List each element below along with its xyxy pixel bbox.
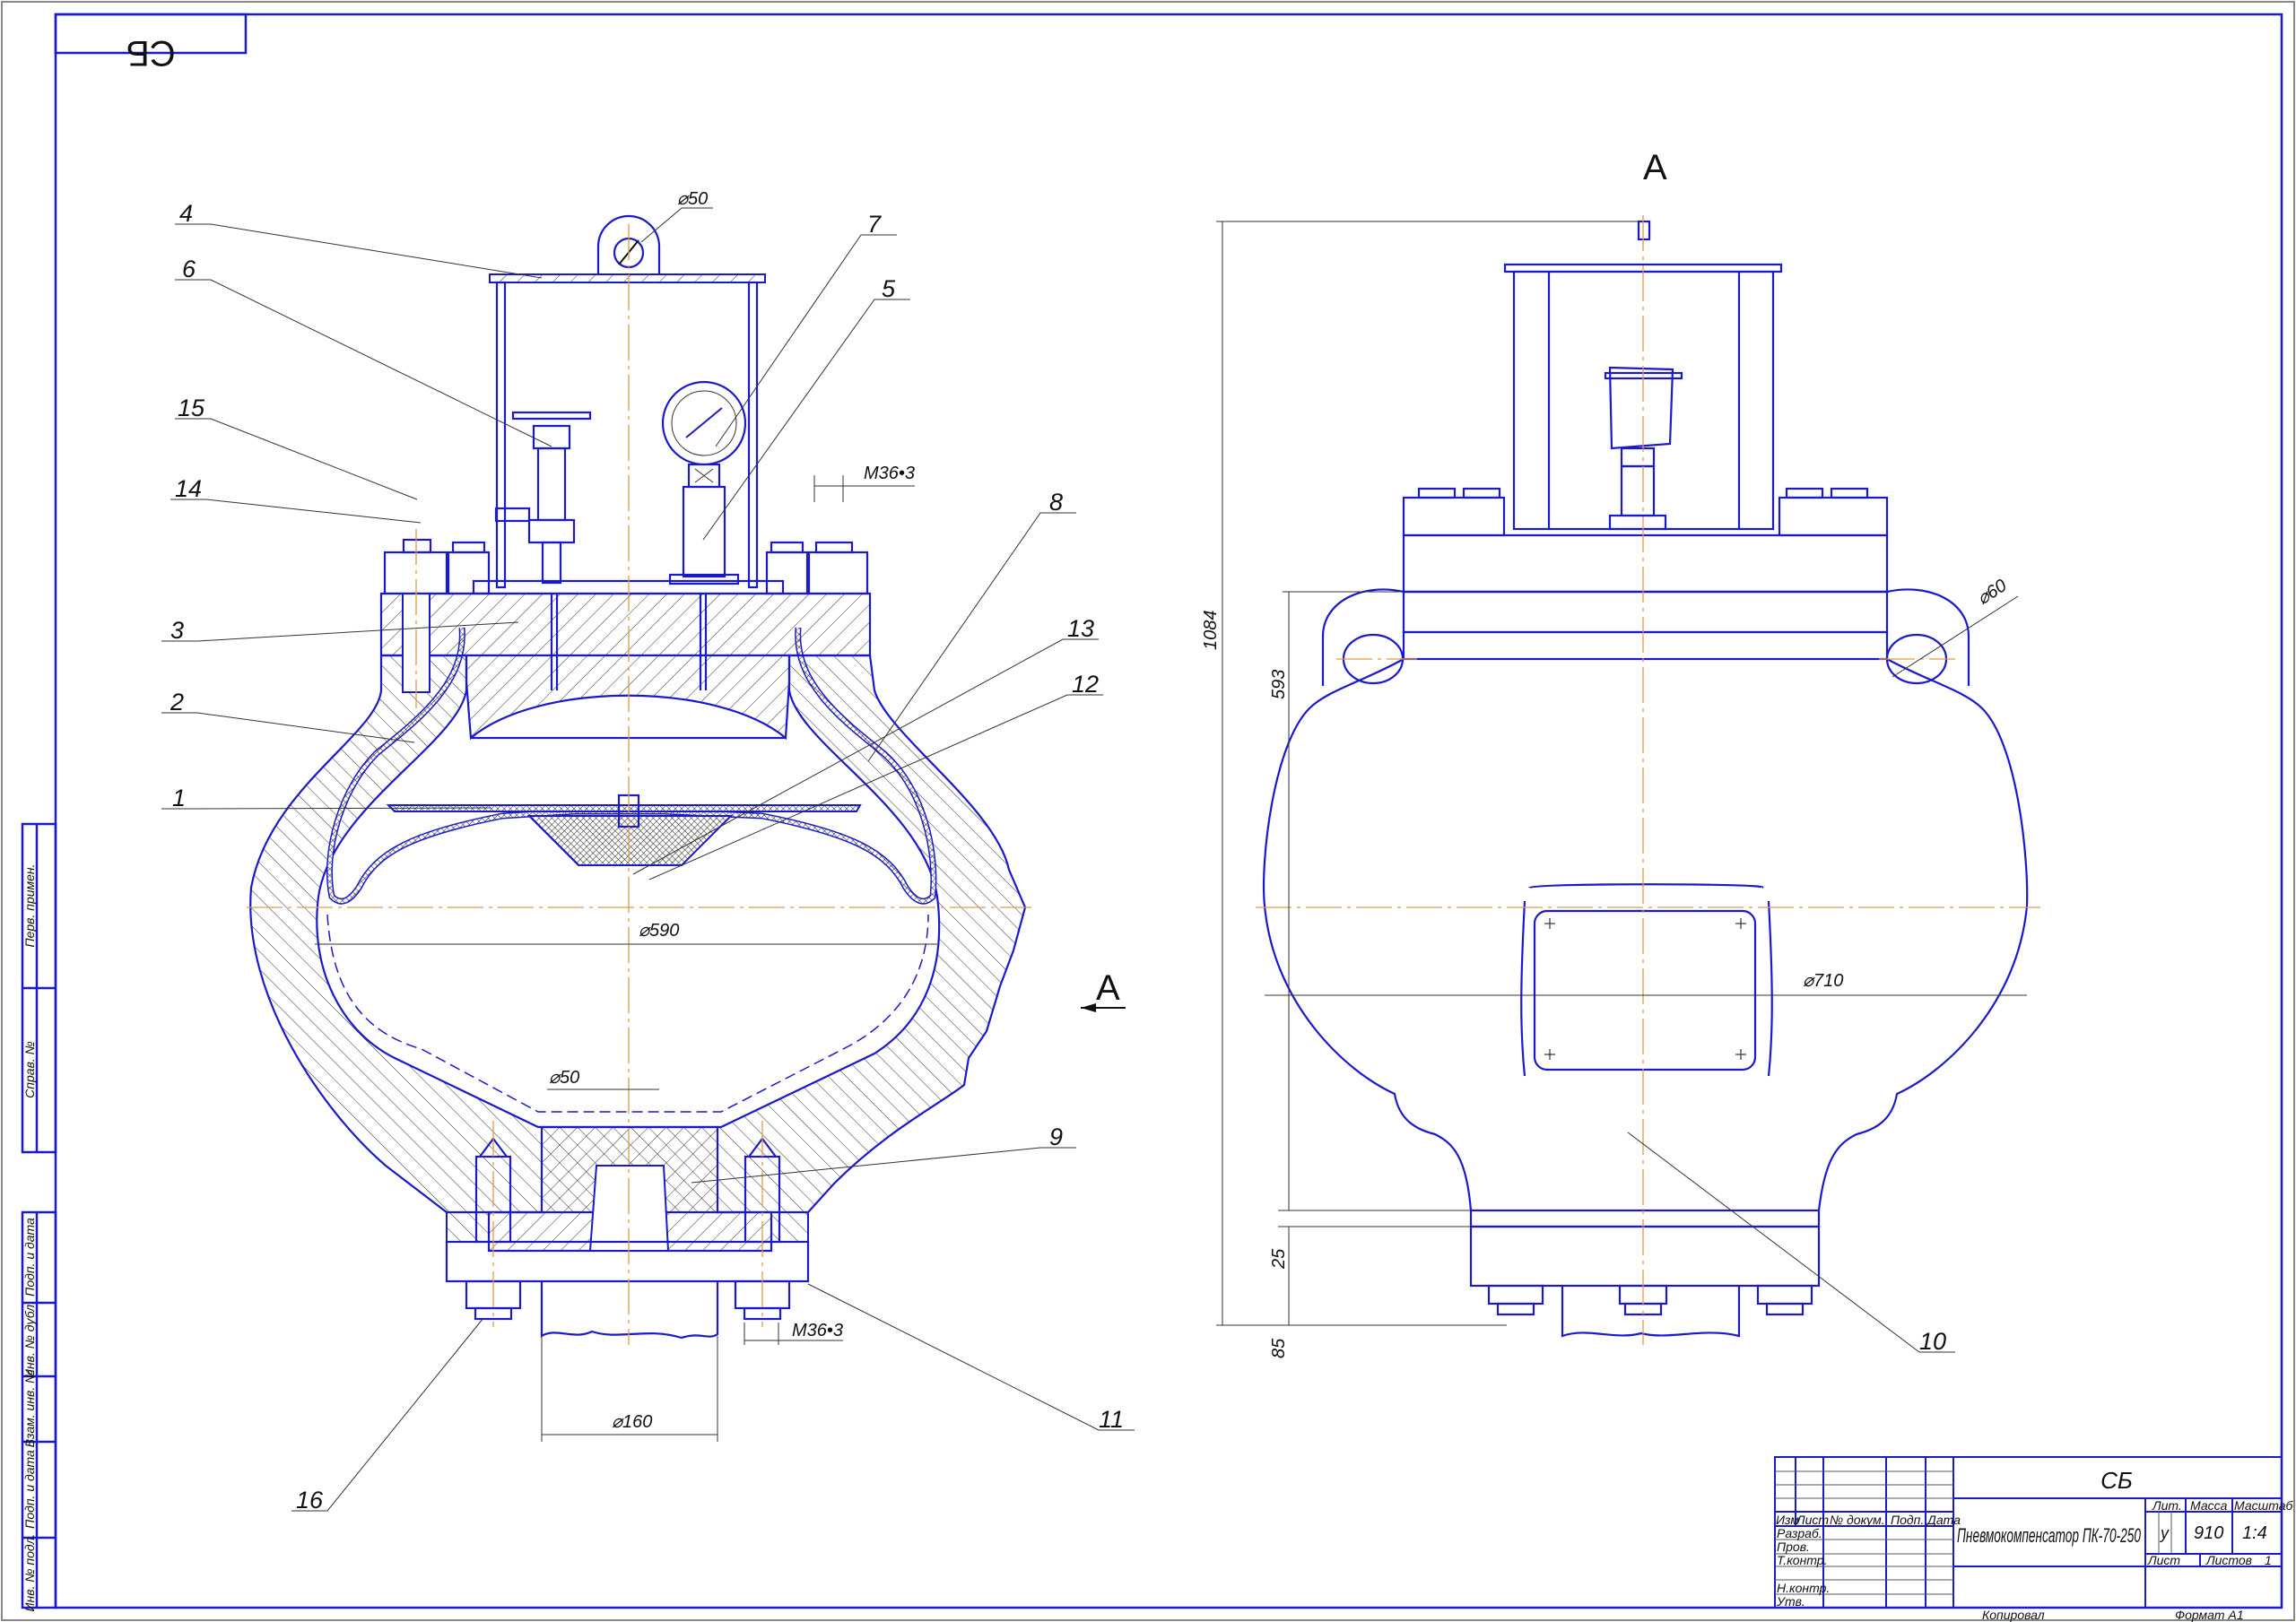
position-label: 15 — [178, 395, 205, 421]
dim-thread-top: М36•3 — [864, 464, 915, 483]
section-view — [247, 214, 1031, 1345]
valve — [494, 411, 592, 585]
corner-stamp-box — [54, 13, 248, 55]
strip-label: Справ. № — [22, 1041, 37, 1098]
lit-value: у — [2159, 1524, 2170, 1542]
strip-label: Подп. и дата — [22, 1218, 37, 1297]
hdr-sign: Подп. — [1891, 1513, 1924, 1527]
position-label: 11 — [1099, 1406, 1124, 1433]
sheets-value: 1 — [2265, 1553, 2272, 1567]
lit-label: Лит. — [2152, 1498, 2182, 1513]
corner-stamp-text: СБ — [126, 33, 175, 73]
nameplate — [1533, 909, 1757, 1071]
dim-outlet-diameter: ⌀160 — [612, 1412, 652, 1432]
role: Пров. — [1777, 1540, 1810, 1554]
position-label: 16 — [296, 1487, 324, 1514]
position-label: 9 — [1049, 1123, 1063, 1150]
hdr-izm: Изм — [1776, 1513, 1799, 1527]
position-label: 4 — [179, 200, 193, 227]
doc-code: СБ — [2100, 1467, 2133, 1494]
view-a: А — [1256, 148, 2040, 1345]
strip-label: Инв. № подл. — [22, 1534, 37, 1612]
position-label: 7 — [867, 211, 882, 238]
strip-label: Взам. инв. № — [22, 1370, 37, 1448]
position-label: 10 — [1919, 1328, 1946, 1355]
hdr-list: Лист — [1796, 1513, 1829, 1527]
copied-label: Копировал — [1982, 1608, 2045, 1622]
position-label: 14 — [175, 475, 202, 502]
format-label: Формат А1 — [2175, 1608, 2244, 1622]
role: Т.контр. — [1777, 1553, 1827, 1567]
scale-value: 1:4 — [2242, 1523, 2267, 1543]
position-label: 13 — [1067, 615, 1094, 642]
position-label: 1 — [172, 785, 186, 811]
dim-body-diameter: ⌀710 — [1803, 971, 1843, 991]
dim-inner-diameter: ⌀590 — [639, 921, 679, 941]
strip-label: Перв. примен. — [22, 863, 37, 947]
position-label: 6 — [182, 256, 196, 282]
dim-overall-height: 1084 — [1201, 611, 1221, 651]
hdr-date: Дата — [1926, 1513, 1961, 1527]
hdr-doc: № докум. — [1830, 1513, 1885, 1527]
dim-lug-hole: ⌀50 — [677, 189, 708, 209]
role: Разраб. — [1777, 1526, 1822, 1540]
dim-bottom-offset: 85 — [1269, 1338, 1289, 1358]
mass-value: 910 — [2194, 1523, 2223, 1543]
position-label: 2 — [170, 689, 184, 716]
position-label: 12 — [1072, 671, 1099, 698]
dim-body-height: 593 — [1269, 670, 1289, 699]
mass-label: Масса — [2190, 1498, 2228, 1513]
view-a-bottom-bolts — [1487, 1284, 1813, 1316]
pressure-gauge — [661, 380, 747, 585]
view-a-body — [1262, 658, 2029, 1211]
position-label: 3 — [170, 617, 184, 644]
strip-label: Инв. № дубл. — [22, 1301, 37, 1378]
top-bolts — [383, 538, 869, 595]
sheet-label: Лист — [2147, 1553, 2180, 1567]
dim-lifting-hole: ⌀60 — [1974, 576, 2011, 609]
dim-bottom-hole: ⌀50 — [549, 1068, 579, 1088]
diaphragm-plate — [386, 804, 862, 812]
view-a-bolts — [1402, 487, 1889, 537]
view-title: А — [1643, 148, 1667, 187]
dim-thread-bottom: М36•3 — [792, 1321, 843, 1340]
section-arrow-label: А — [1096, 968, 1120, 1008]
title-block: СБ Пневмокомпенсатор ПК-70-250 Изм Лист … — [1774, 1456, 2294, 1622]
view-a-dimensions: 1084 593 25 85 ⌀60 ⌀710 — [1201, 221, 2027, 1358]
role: Утв. — [1776, 1594, 1805, 1609]
section-dimensions: ⌀50 М36•3 ⌀590 ⌀50 ⌀160 М36•3 А — [315, 189, 1126, 1442]
role: Н.контр. — [1777, 1581, 1830, 1595]
position-label: 5 — [882, 275, 896, 302]
position-label: 8 — [1049, 489, 1063, 516]
position-callouts: 4 6 15 14 3 2 1 7 5 8 13 12 9 11 16 10 — [161, 200, 1955, 1514]
strip-label: Подп. и дата — [22, 1450, 37, 1529]
side-strip: Перв. примен. Справ. № Подп. и дата Инв.… — [21, 822, 57, 1612]
dim-flange-gap: 25 — [1269, 1248, 1289, 1270]
product-name: Пневмокомпенсатор ПК-70-250 — [1957, 1524, 2141, 1547]
scale-label: Масштаб — [2234, 1498, 2294, 1513]
sheets-label: Листов — [2205, 1553, 2252, 1567]
